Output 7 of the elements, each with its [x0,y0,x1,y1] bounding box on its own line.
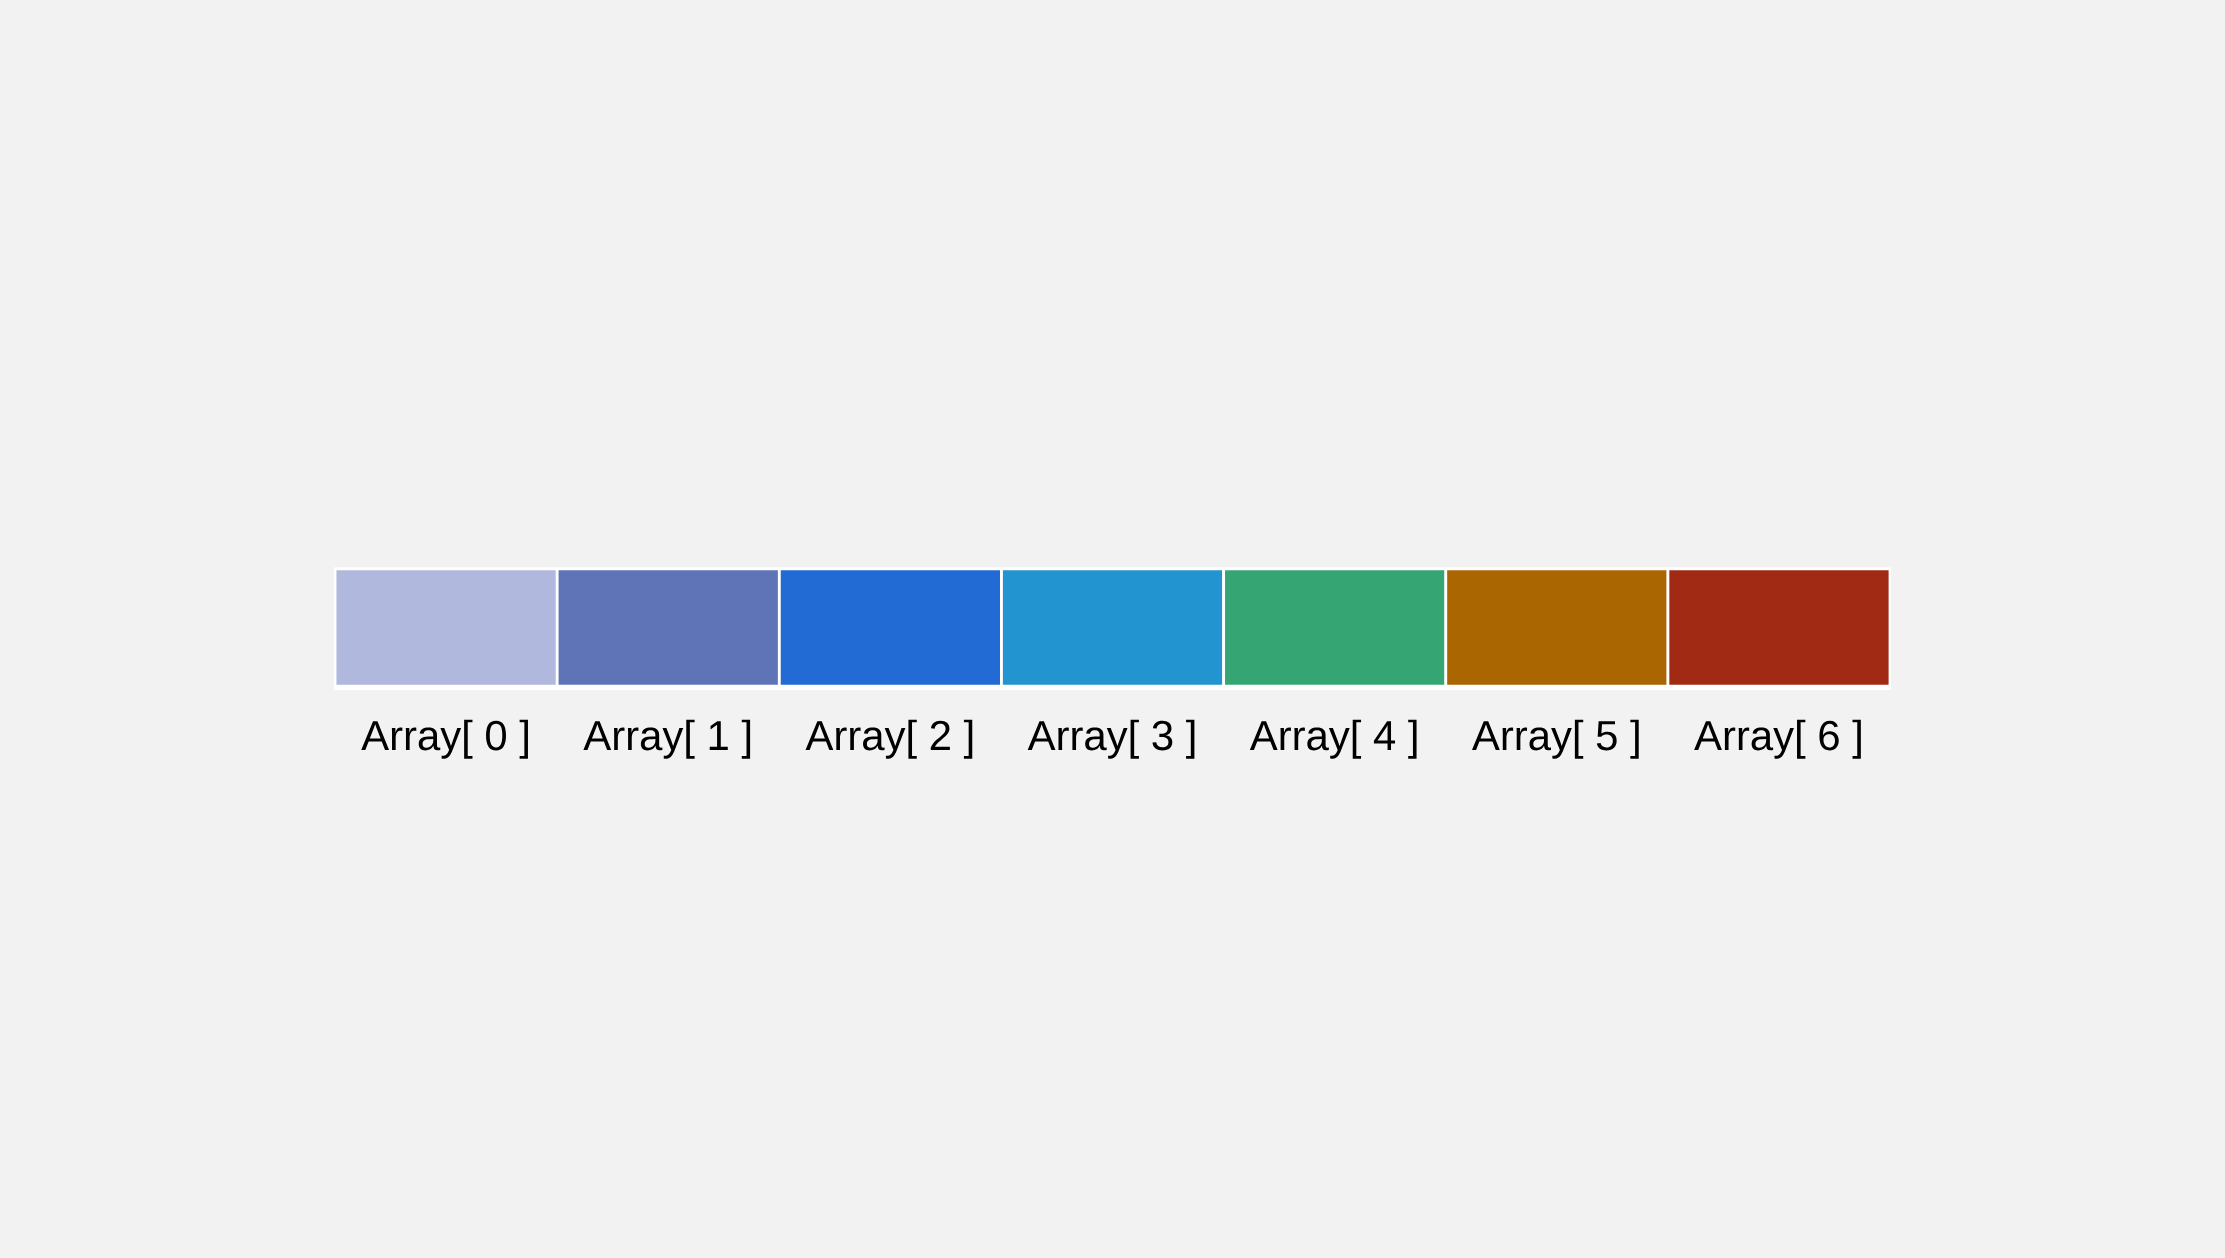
box-label: Array[ 3 ] [1027,719,1195,759]
box-label: Array[ 2 ] [805,719,973,759]
box-label: Array[ 4 ] [1249,719,1417,759]
box-label: Array[ 6 ] [1694,719,1861,759]
box-label: Array[ 1 ] [583,719,751,759]
box-label: Array[ 0 ] [361,719,528,759]
box-label: Array[ 5 ] [1472,719,1639,759]
